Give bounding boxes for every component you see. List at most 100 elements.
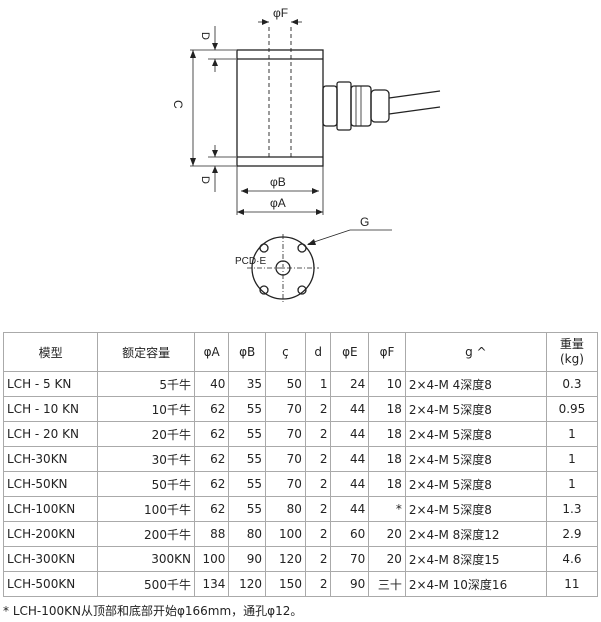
cell-c: 100 — [264, 521, 306, 547]
cell-model: LCH - 20 KN — [2, 421, 99, 447]
c-label: C — [171, 100, 185, 109]
cell-capacity: 100千牛 — [97, 496, 195, 522]
cell-model: LCH - 10 KN — [2, 396, 99, 422]
cell-model: LCH-100KN — [2, 496, 99, 522]
cell-phi-f: 三十 — [368, 571, 406, 597]
cell-c: 70 — [264, 471, 306, 497]
cell-phi-f: 18 — [368, 421, 406, 447]
cell-model: LCH-30KN — [2, 446, 99, 472]
cell-g: 2×4-M 4深度8 — [404, 371, 547, 397]
cell-phi-b: 55 — [228, 496, 266, 522]
cell-d: 2 — [304, 421, 332, 447]
d-bottom-label: D — [199, 176, 211, 184]
cell-phi-e: 44 — [330, 396, 370, 422]
cell-phi-b: 55 — [228, 471, 266, 497]
cell-capacity: 5千牛 — [97, 371, 195, 397]
col-header-phi-b: φB — [228, 332, 266, 372]
col-header-phi-f: φF — [368, 332, 406, 372]
cell-c: 70 — [264, 421, 306, 447]
cell-weight: 1 — [545, 471, 599, 497]
cell-weight: 0.95 — [545, 396, 599, 422]
cell-phi-f: * — [368, 496, 406, 522]
cell-g: 2×4-M 8深度12 — [404, 521, 547, 547]
cell-d: 2 — [304, 471, 332, 497]
cell-g: 2×4-M 5深度8 — [404, 421, 547, 447]
cell-weight: 1 — [545, 421, 599, 447]
cell-weight: 1 — [545, 446, 599, 472]
cell-model: LCH-50KN — [2, 471, 99, 497]
cell-phi-f: 20 — [368, 546, 406, 572]
cell-d: 2 — [304, 571, 332, 597]
cell-phi-a: 134 — [193, 571, 230, 597]
cell-phi-a: 62 — [193, 496, 230, 522]
cell-d: 2 — [304, 396, 332, 422]
cell-phi-b: 55 — [228, 446, 266, 472]
cell-c: 50 — [264, 371, 306, 397]
cell-phi-a: 62 — [193, 446, 230, 472]
col-header-g: g ^ — [404, 332, 547, 372]
col-header-capacity: 额定容量 — [97, 332, 195, 372]
cell-phi-a: 88 — [193, 521, 230, 547]
cell-d: 1 — [304, 371, 332, 397]
cell-weight: 4.6 — [545, 546, 599, 572]
cell-phi-e: 44 — [330, 446, 370, 472]
phi-a-label: φA — [270, 196, 286, 210]
phi-f-label: φF — [273, 6, 288, 20]
cell-phi-f: 18 — [368, 396, 406, 422]
cell-phi-f: 18 — [368, 446, 406, 472]
col-header-d: d — [304, 332, 332, 372]
cell-model: LCH-500KN — [2, 571, 99, 597]
cable-gland — [322, 81, 441, 131]
cell-c: 80 — [264, 496, 306, 522]
cell-capacity: 30千牛 — [97, 446, 195, 472]
cell-phi-b: 120 — [228, 571, 266, 597]
cell-g: 2×4-M 5深度8 — [404, 446, 547, 472]
cell-c: 150 — [264, 571, 306, 597]
cell-d: 2 — [304, 546, 332, 572]
cell-phi-a: 40 — [193, 371, 230, 397]
cell-capacity: 50千牛 — [97, 471, 195, 497]
cell-phi-b: 35 — [228, 371, 266, 397]
mounting-plan-view — [247, 229, 392, 302]
cell-g: 2×4-M 5深度8 — [404, 496, 547, 522]
cell-phi-a: 62 — [193, 396, 230, 422]
cell-weight: 2.9 — [545, 521, 599, 547]
cell-phi-a: 62 — [193, 471, 230, 497]
cell-capacity: 10千牛 — [97, 396, 195, 422]
cell-model: LCH - 5 KN — [2, 371, 99, 397]
cell-g: 2×4-M 8深度15 — [404, 546, 547, 572]
col-header-phi-e: φE — [330, 332, 370, 372]
col-header-phi-a: φA — [193, 332, 230, 372]
cell-phi-b: 55 — [228, 396, 266, 422]
cell-c: 120 — [264, 546, 306, 572]
cell-phi-e: 44 — [330, 421, 370, 447]
cell-capacity: 300KN — [97, 546, 195, 572]
cell-phi-e: 44 — [330, 496, 370, 522]
cell-phi-f: 18 — [368, 471, 406, 497]
cell-weight: 1.3 — [545, 496, 599, 522]
footnote: * LCH-100KN从顶部和底部开始φ166mm，通孔φ12。 — [3, 604, 303, 618]
cell-c: 70 — [264, 446, 306, 472]
phi-b-label: φB — [270, 175, 286, 189]
cell-phi-b: 90 — [228, 546, 266, 572]
cell-phi-b: 55 — [228, 421, 266, 447]
cell-g: 2×4-M 10深度16 — [404, 571, 547, 597]
cell-phi-a: 62 — [193, 421, 230, 447]
spec-table: 模型 额定容量 φA φB ç d φE φF g ^ 重量 (kg) LCH … — [2, 332, 599, 597]
cell-phi-b: 80 — [228, 521, 266, 547]
d-top-label: D — [199, 32, 211, 40]
cell-phi-e: 60 — [330, 521, 370, 547]
cell-phi-e: 70 — [330, 546, 370, 572]
cell-phi-f: 10 — [368, 371, 406, 397]
cell-c: 70 — [264, 396, 306, 422]
load-cell-drawing: φF D C D φB φA G PCD·E — [171, 6, 441, 302]
cell-model: LCH-200KN — [2, 521, 99, 547]
